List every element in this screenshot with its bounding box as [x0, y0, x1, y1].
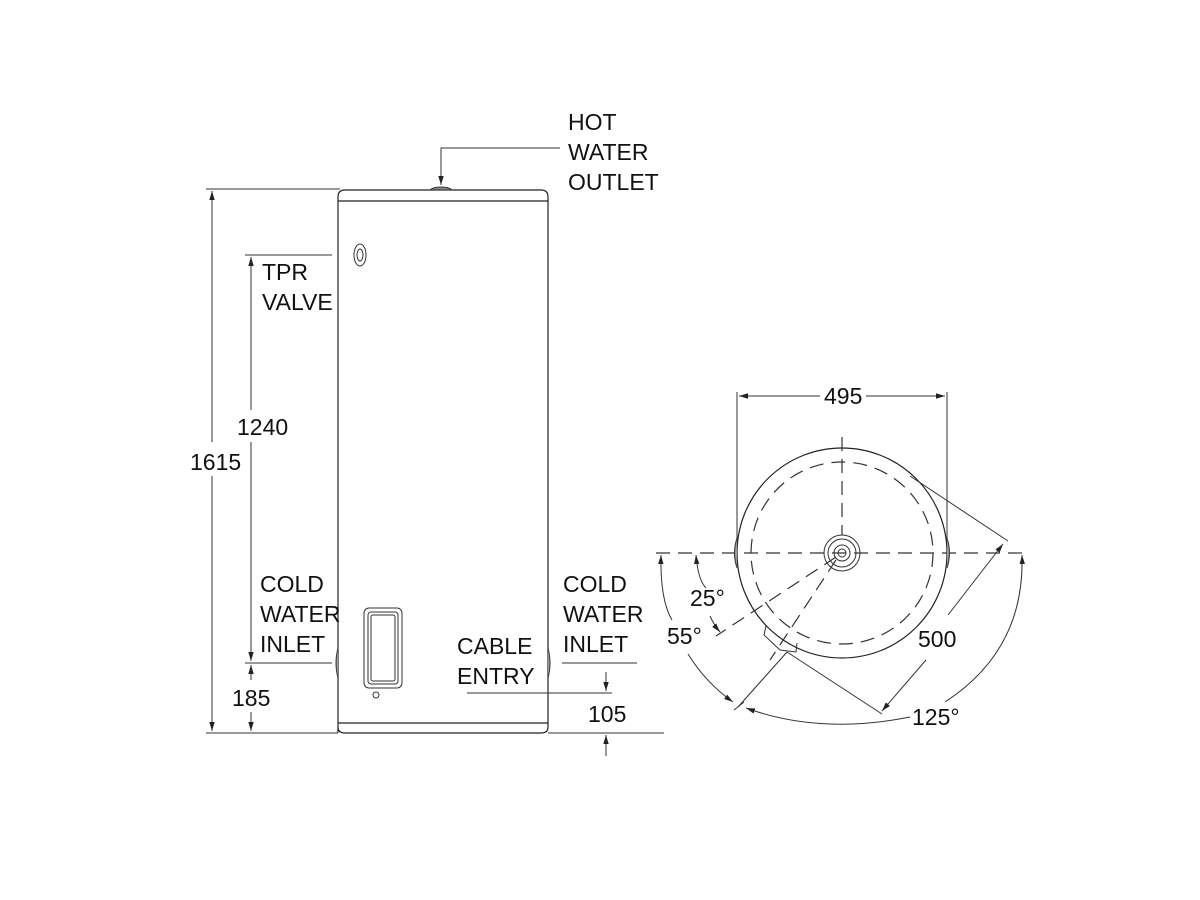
tpr-valve-height-dimension: 1240 TPR VALVE: [237, 254, 333, 661]
tpr-valve-height-value: 1240: [237, 414, 288, 440]
element-cover-icon: [363, 607, 403, 699]
cold-inlet-right-label-line2: WATER: [563, 601, 644, 627]
hot-water-outlet-label-line3: OUTLET: [568, 169, 659, 195]
cold-inlet-right-label-line3: INLET: [563, 631, 628, 657]
cold-inlet-right-fitting-icon: [547, 647, 551, 679]
tpr-valve-icon: [353, 243, 367, 267]
diameter-value: 495: [824, 383, 862, 409]
tank-body: [335, 186, 551, 734]
cold-inlet-left-fitting-icon: [335, 647, 339, 679]
cable-entry-height-dimension: 105 COLD WATER INLET CABLE ENTRY: [457, 571, 664, 756]
tpr-valve-label-line2: VALVE: [262, 289, 333, 315]
cable-entry-label-line1: CABLE: [457, 633, 532, 659]
angle-25-value: 25°: [690, 585, 725, 611]
overall-height-dimension: 1615: [190, 188, 340, 734]
cable-entry-label-line2: ENTRY: [457, 663, 535, 689]
hot-water-outlet-label-line1: HOT: [568, 109, 617, 135]
clearance-value: 500: [918, 626, 956, 652]
cold-inlet-height-dimension: 185 COLD WATER INLET: [232, 571, 341, 731]
hot-outlet-fitting-icon: [428, 186, 454, 191]
cold-inlet-right-label-line1: COLD: [563, 571, 627, 597]
hot-water-outlet-callout: HOT WATER OUTLET: [438, 109, 659, 195]
cold-inlet-left-label-line3: INLET: [260, 631, 325, 657]
diameter-dimension: 495: [736, 383, 948, 540]
angle-dimensions: 25° 55° 125°: [658, 554, 1025, 730]
cold-inlet-left-label-line2: WATER: [260, 601, 341, 627]
plan-view: 495 500 25° 55°: [656, 383, 1030, 730]
overall-height-value: 1615: [190, 449, 241, 475]
cold-inlet-height-value: 185: [232, 685, 270, 711]
elevation-view: HOT WATER OUTLET 1615 1240 TPR VALVE 185: [190, 109, 664, 756]
hot-water-outlet-label-line2: WATER: [568, 139, 649, 165]
cold-inlet-left-label-line1: COLD: [260, 571, 324, 597]
tpr-valve-label-line1: TPR: [262, 259, 308, 285]
angle-55-value: 55°: [667, 623, 702, 649]
cable-entry-height-value: 105: [588, 701, 626, 727]
clearance-dimension: 500: [733, 475, 1009, 715]
angle-125-value: 125°: [912, 704, 960, 730]
